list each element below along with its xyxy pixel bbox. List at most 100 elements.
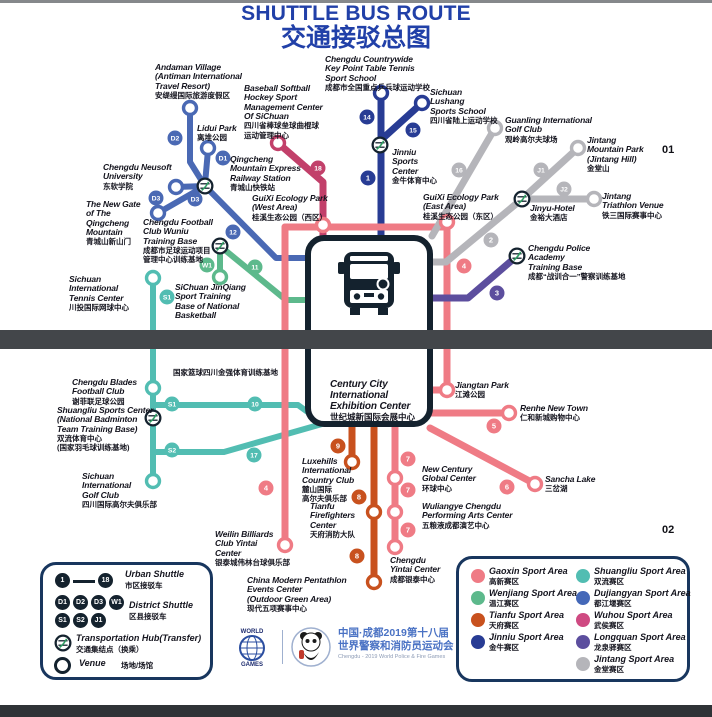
venue-station (211, 268, 229, 286)
route-badge-14: 14 (359, 109, 375, 125)
legend-transfer-zh: 交通集结点（换乘） (76, 645, 144, 654)
page-marker-02: 02 (662, 524, 675, 536)
legend-badge-S2: S2 (73, 613, 88, 628)
legend-transfer-label: Transportation Hub(Transfer) (76, 633, 202, 643)
legend-badge-1: 1 (55, 573, 70, 588)
svg-text:7: 7 (406, 486, 410, 495)
venue-station (149, 204, 167, 222)
route-badge-18: 18 (310, 160, 326, 176)
route-badge-D3: D3 (148, 190, 164, 206)
route-line-jintang (426, 195, 526, 266)
venue-station (386, 469, 404, 487)
area-label-zh: 金牛赛区 (489, 643, 519, 652)
world-games-logo-icon: WORLD GAMES (239, 629, 265, 667)
route-badge-D2: D2 (167, 130, 183, 146)
area-label-zh: 金堂赛区 (594, 665, 624, 674)
svg-text:D3: D3 (191, 197, 200, 204)
svg-text:S2: S2 (168, 448, 177, 455)
svg-text:6: 6 (505, 483, 509, 492)
route-badge-2: 2 (483, 232, 499, 248)
route-badge-1: 1 (360, 170, 376, 186)
route-badge-17: 17 (246, 447, 262, 463)
area-label: Gaoxin Sport Area (489, 566, 568, 576)
area-label-zh: 都江堰赛区 (594, 599, 632, 608)
area-label: Longquan Sport Area (594, 632, 686, 642)
route-badge-3: 3 (489, 285, 505, 301)
svg-text:D1: D1 (219, 156, 228, 163)
area-label: Tianfu Sport Area (489, 610, 565, 620)
legend-badge-J1: J1 (91, 613, 106, 628)
svg-text:GAMES: GAMES (241, 662, 263, 667)
svg-text:J2: J2 (560, 187, 568, 194)
area-label: Wenjiang Sport Area (489, 588, 578, 598)
route-badge-11: 11 (247, 259, 263, 275)
event-title-zh-line2: 世界警察和消防员运动会 (338, 640, 454, 653)
area-color-dot (471, 635, 485, 649)
svg-text:18: 18 (314, 166, 322, 173)
svg-text:8: 8 (357, 493, 361, 502)
legend-district-shuttle-label: District Shuttle (129, 600, 194, 610)
legend-badge-S1: S1 (55, 613, 70, 628)
venue-station (199, 139, 217, 157)
route-badge-4: 4 (258, 480, 274, 496)
area-label-zh: 龙泉驿赛区 (594, 643, 632, 652)
venue-station (144, 269, 162, 287)
area-label-zh: 高新赛区 (489, 577, 519, 586)
route-badge-D3: D3 (187, 191, 203, 207)
legend-badge-D3: D3 (91, 595, 106, 610)
venue-station (314, 216, 332, 234)
route-line-gaoxin (426, 424, 539, 488)
legend-badge-D2: D2 (73, 595, 88, 610)
svg-text:4: 4 (264, 484, 269, 493)
footer-logos: WORLD GAMES 中国·成都2019第十八届 世界警察和消防员运动会 Ch… (232, 624, 462, 674)
venue-station (365, 573, 383, 591)
venue-station (386, 503, 404, 521)
svg-text:J1: J1 (537, 168, 545, 175)
route-badge-8: 8 (349, 548, 365, 564)
svg-text:D3: D3 (152, 196, 161, 203)
venue-station (144, 379, 162, 397)
venue-station (438, 381, 456, 399)
route-badge-8: 8 (351, 489, 367, 505)
area-label-zh: 温江赛区 (489, 599, 519, 608)
venue-station (144, 472, 162, 490)
route-line-wenjiang (217, 243, 315, 303)
logo-divider (282, 630, 283, 664)
svg-text:17: 17 (250, 453, 258, 460)
route-badge-9: 9 (330, 438, 346, 454)
legend-badge-W1: W1 (109, 595, 124, 610)
venue-station (276, 536, 294, 554)
area-label: Wuhou Sport Area (594, 610, 673, 620)
route-badge-J2: J2 (556, 181, 572, 197)
svg-text:D2: D2 (171, 136, 180, 143)
svg-text:1: 1 (366, 174, 370, 183)
venue-station (526, 475, 544, 493)
venue-station (486, 119, 504, 137)
route-badge-7: 7 (400, 451, 416, 467)
venue-station (569, 139, 587, 157)
event-title-en: Chengdu - 2019 World Police & Fire Games (338, 654, 446, 661)
bottom-edge-bar (0, 705, 712, 717)
route-badge-S2: S2 (164, 442, 180, 458)
page-title: SHUTTLE BUS ROUTE 交通接驳总图 (0, 3, 712, 53)
route-line-dujiangyan (155, 183, 208, 216)
legend-district-shuttle-zh: 区县接驳车 (129, 612, 167, 621)
venue-station (167, 178, 185, 196)
svg-text:12: 12 (229, 230, 237, 237)
route-line-dujiangyan (187, 105, 208, 189)
area-color-dot (471, 613, 485, 627)
legend-urban-shuttle-label: Urban Shuttle (125, 569, 185, 579)
legend-badge-18: 18 (98, 573, 113, 588)
area-label: Dujiangyan Sport Area (594, 588, 691, 598)
venue-station (438, 213, 456, 231)
area-label-zh: 双流赛区 (594, 577, 624, 586)
title-english: SHUTTLE BUS ROUTE (241, 2, 471, 25)
area-color-dot (576, 591, 590, 605)
legend-line-sample (73, 580, 95, 583)
transfer-hub (196, 177, 214, 195)
route-badge-S1: S1 (159, 289, 175, 305)
transfer-hub (508, 247, 526, 265)
legend-badge-D1: D1 (55, 595, 70, 610)
event-title-zh-line1: 中国·成都2019第十八届 (338, 627, 449, 639)
svg-text:S1: S1 (168, 402, 177, 409)
